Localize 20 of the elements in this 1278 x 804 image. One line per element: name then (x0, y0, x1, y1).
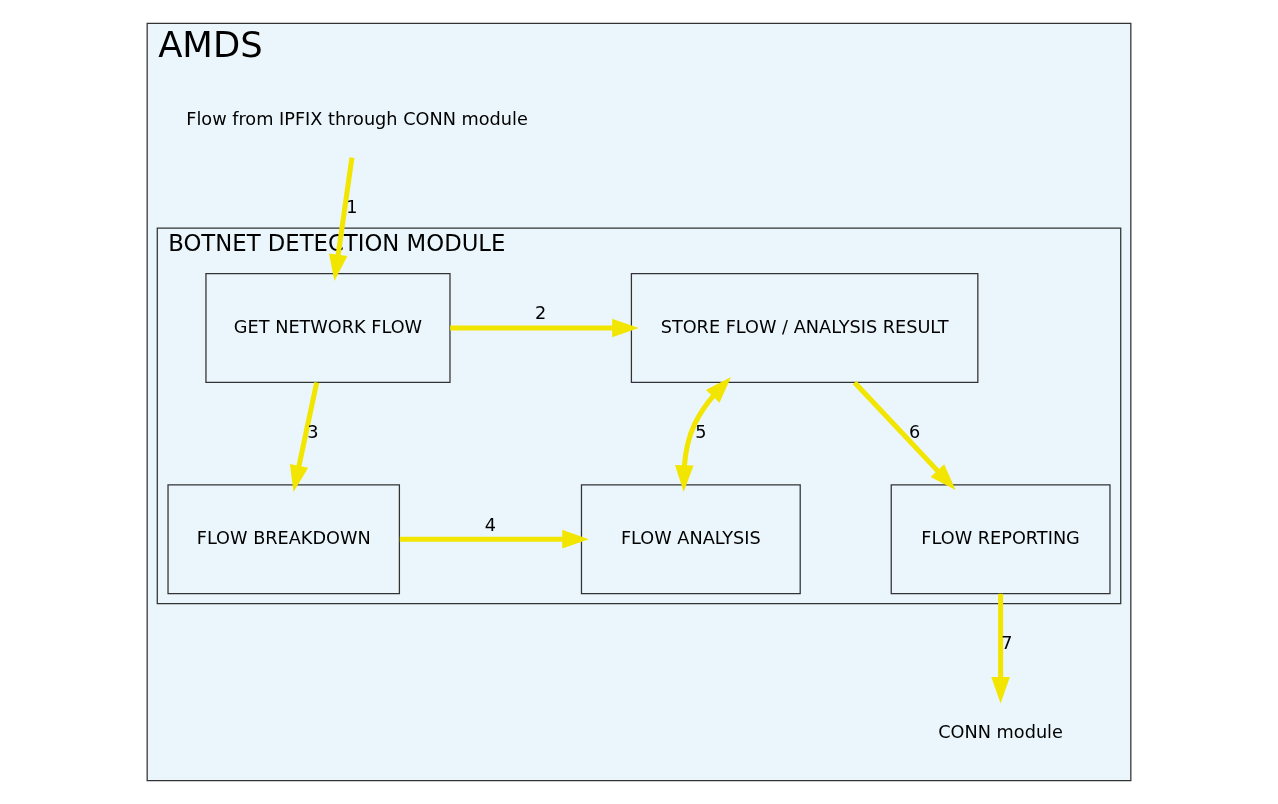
node-text: Flow from IPFIX through CONN module (186, 108, 528, 129)
node-text: CONN module (938, 721, 1063, 742)
node-box: FLOW REPORTING (890, 484, 1111, 595)
arrow (399, 529, 589, 549)
node-box: FLOW BREAKDOWN (167, 484, 401, 595)
node-box: STORE FLOW / ANALYSIS RESULT (630, 273, 979, 384)
edge-label: 4 (484, 514, 497, 535)
node-box: GET NETWORK FLOW (205, 273, 451, 384)
arrow (289, 381, 320, 492)
edge-label: 5 (695, 422, 707, 443)
edge-label: 1 (346, 197, 358, 218)
edge-label: 2 (535, 303, 547, 324)
arrow (328, 157, 355, 282)
arrow (991, 593, 1010, 704)
arrow (852, 380, 956, 491)
arrow (675, 377, 731, 492)
edge-label: 3 (307, 422, 319, 443)
edge-label: 6 (908, 422, 921, 443)
node-box: FLOW ANALYSIS (580, 484, 801, 595)
arrow (450, 318, 639, 338)
